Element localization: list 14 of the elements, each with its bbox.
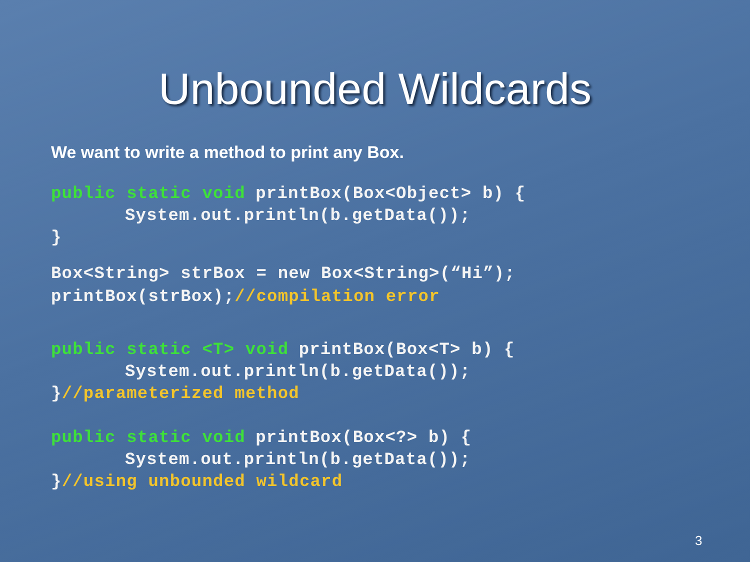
code-line: public static void printBox(Box<?> b) { — [51, 428, 472, 450]
code-line: System.out.println(b.getData()); — [125, 206, 471, 228]
code-line: Box<String> strBox = new Box<String>(“Hi”); — [51, 264, 516, 286]
slide-title: Unbounded Wildcards — [158, 64, 592, 116]
code-line: public static void printBox(Box<Object> b) { — [51, 184, 526, 206]
code-line: System.out.println(b.getData()); — [125, 362, 471, 384]
code-line: System.out.println(b.getData()); — [125, 450, 471, 472]
page-number: 3 — [695, 532, 702, 550]
code-line: } — [51, 228, 62, 250]
code-line: }//using unbounded wildcard — [51, 472, 343, 494]
intro-sentence: We want to write a method to print any Box. — [51, 142, 404, 164]
code-line: }//parameterized method — [51, 384, 300, 406]
code-line: public static <T> void printBox(Box<T> b) { — [51, 340, 515, 362]
code-line: printBox(strBox);//compilation error — [51, 287, 440, 309]
